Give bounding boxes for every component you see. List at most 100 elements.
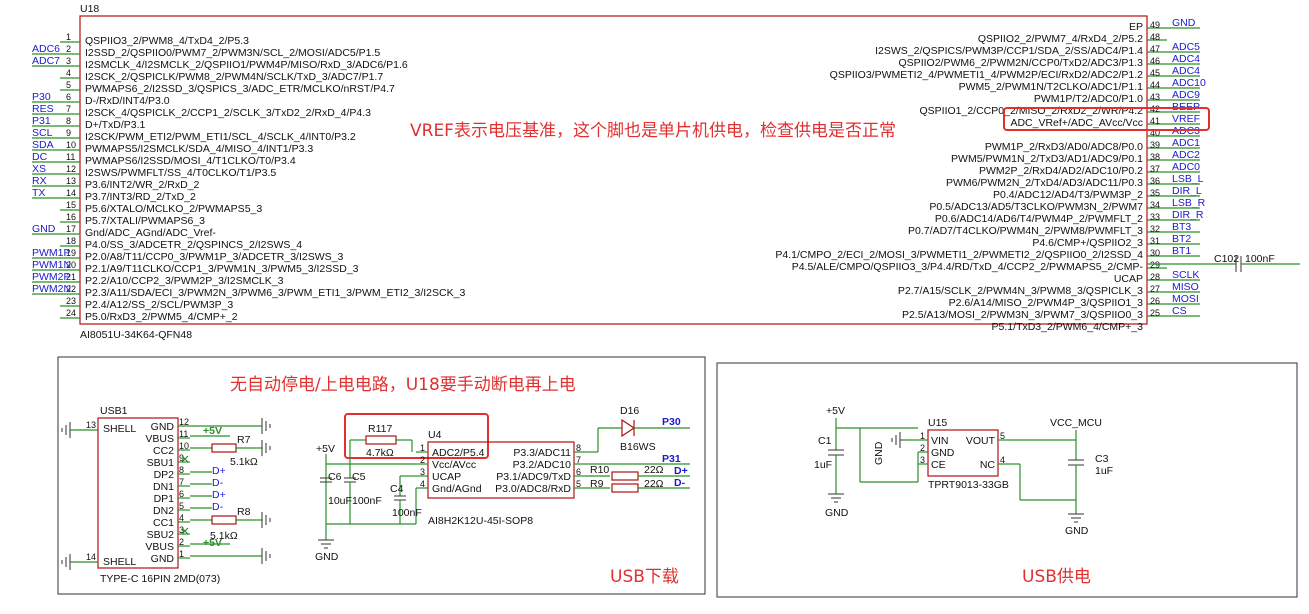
u18-pin-name: PWM5/PWM1N_2/TxD3/AD1/ADC9/P0.1 bbox=[951, 153, 1143, 165]
r10-ref: R10 bbox=[590, 464, 609, 476]
u18-pin-number: 31 bbox=[1150, 236, 1160, 246]
u15-part: TPRT9013-33GB bbox=[928, 479, 1009, 491]
u18-pin-name: I2SCK_2/QSPICLK/PWM8_2/PWM4N/SCLK/TxD_3/… bbox=[85, 71, 383, 83]
usb1-pin-number: 5 bbox=[179, 501, 184, 511]
u18-pin-number: 21 bbox=[66, 272, 76, 282]
u18-pin-name: PWMAPS6_2/I2SSD_3/QSPICS_3/ADC_ETR/MCLKO… bbox=[85, 83, 395, 95]
u18-net-label: ADC2 bbox=[1172, 149, 1200, 161]
u18-pin-number: 47 bbox=[1150, 44, 1160, 54]
u18-pin-number: 24 bbox=[66, 308, 76, 318]
u18-pin-number: 49 bbox=[1150, 20, 1160, 30]
u18-net-label: ADC10 bbox=[1172, 77, 1206, 89]
usb1-pin-name: CC1 bbox=[153, 517, 174, 529]
u18-pin-number: 1 bbox=[66, 32, 71, 42]
u18-net-label: VREF bbox=[1172, 113, 1200, 125]
u18-pin-name: I2SCK_4/QSPICLK_2/CCP1_2/SCLK_3/TxD2_2/R… bbox=[85, 107, 371, 119]
c3-ref: C3 bbox=[1095, 453, 1109, 465]
u18-net-label: RX bbox=[32, 175, 47, 187]
u18-pin-name: EP bbox=[1129, 21, 1143, 33]
u15-pin-number: 5 bbox=[1000, 431, 1005, 441]
c5-ref: C5 bbox=[352, 471, 366, 483]
u18-ref: U18 bbox=[80, 3, 99, 15]
u4-pin-number: 7 bbox=[576, 455, 581, 465]
c4-value: 100nF bbox=[392, 507, 422, 519]
c102-ref: C102 bbox=[1214, 253, 1239, 265]
u15-body bbox=[927, 429, 999, 477]
u4-dm: D- bbox=[674, 477, 686, 489]
u18-pin-number: 7 bbox=[66, 104, 71, 114]
u18-pin-name: I2SMCLK_4/I2SMCLK_2/QSPIIO1/PWM4P/MISO/R… bbox=[85, 59, 408, 71]
u18-net-label: GND bbox=[1172, 17, 1196, 29]
usb1-pin-name: GND bbox=[151, 553, 175, 565]
u18-pin-name: PWM1P_2/RxD3/AD0/ADC8/P0.0 bbox=[985, 141, 1143, 153]
u18-pin-number: 27 bbox=[1150, 284, 1160, 294]
u18-pin-name: P3.7/INT3/RD_2/TxD_2 bbox=[85, 191, 196, 203]
u18-net-label: SCLK bbox=[1172, 269, 1199, 281]
u18-pin-number: 11 bbox=[66, 152, 75, 162]
u18-pin-number: 12 bbox=[66, 164, 76, 174]
r117-highlight bbox=[344, 413, 489, 459]
u18-pin-name: P0.4/ADC12/AD4/T3/PWM3P_2 bbox=[993, 189, 1143, 201]
usb1-right-wiring bbox=[181, 418, 271, 564]
u18-pin-number: 3 bbox=[66, 56, 71, 66]
u4-pin-name: P3.2/ADC10 bbox=[513, 459, 572, 471]
u18-net-label: DC bbox=[32, 151, 48, 163]
usb1-dm-2: D- bbox=[212, 501, 224, 513]
usb1-pin-number: 7 bbox=[179, 477, 184, 487]
u18-net-label: P30 bbox=[32, 91, 51, 103]
usb1-shell-num-bot: 14 bbox=[86, 552, 96, 562]
usb1-pin-number: 2 bbox=[179, 537, 184, 547]
u18-net-label: ADC6 bbox=[32, 43, 60, 55]
u18-pin-number: 19 bbox=[66, 248, 76, 258]
u18-pin-name: P0.6/ADC14/AD6/T4/PWM4P_2/PWMFLT_2 bbox=[935, 213, 1143, 225]
usb1-dm-1: D- bbox=[212, 477, 224, 489]
u18-net-label: SDA bbox=[32, 139, 54, 151]
u18-pin-number: 36 bbox=[1150, 176, 1160, 186]
u18-pin-number: 9 bbox=[66, 128, 71, 138]
u18-net-label: MOSI bbox=[1172, 293, 1199, 305]
usb1-shell-top: SHELL bbox=[103, 423, 136, 435]
usb1-pin-number: 12 bbox=[179, 417, 189, 427]
u4-pin-number: 4 bbox=[420, 479, 425, 489]
u4-right-wiring bbox=[586, 418, 690, 493]
u18-pin-name: P2.5/A13/MOSI_2/PWM3N_3/PWM7_3/QSPIIO0_3 bbox=[902, 309, 1143, 321]
u4-pin-number: 6 bbox=[576, 467, 581, 477]
u18-pin-name: Gnd/ADC_AGnd/ADC_Vref- bbox=[85, 227, 216, 239]
u18-pin-number: 46 bbox=[1150, 56, 1160, 66]
u18-pin-name: PWMAPS6/I2SSD/MOSI_4/T1CLKO/T0/P3.4 bbox=[85, 155, 296, 167]
usb1-shell-num-top: 13 bbox=[86, 420, 96, 430]
usb1-5v-bot: +5V bbox=[203, 537, 222, 549]
u18-pin-name: PWM5_2/PWM1N/T2CLKO/ADC1/P1.1 bbox=[959, 81, 1144, 93]
u18-pin-number: 37 bbox=[1150, 164, 1160, 174]
c5-value: 100nF bbox=[352, 495, 382, 507]
u18-pin-name: QSPIIO3_2/PWM8_4/TxD4_2/P5.3 bbox=[85, 35, 249, 47]
u18-net-label: MISO bbox=[1172, 281, 1199, 293]
u18-net-label: TX bbox=[32, 187, 45, 199]
u18-pin-name: D+/TxD/P3.1 bbox=[85, 119, 146, 131]
d16-value: B16WS bbox=[620, 441, 656, 453]
u15-pin-name: VIN bbox=[931, 435, 949, 447]
usb1-5v-top: +5V bbox=[203, 425, 222, 437]
u18-pin-name: P2.3/A11/SDA/ECI_3/PWM2N_3/PWM6_3/PWM_ET… bbox=[85, 287, 465, 299]
u4-pin-number: 3 bbox=[420, 467, 425, 477]
u18-net-label: BT2 bbox=[1172, 233, 1191, 245]
usb1-shell-bot: SHELL bbox=[103, 556, 136, 568]
c6-value: 10uF bbox=[328, 495, 352, 507]
u18-net-label: PWM1N bbox=[32, 259, 71, 271]
u18-pin-name: P4.5/ALE/CMPO/QSPIIO3_3/P4.4/RD/TxD_4/CC… bbox=[792, 261, 1144, 273]
u18-pin-number: 30 bbox=[1150, 248, 1160, 258]
usb1-dp-1: D+ bbox=[212, 465, 226, 477]
u4-pin-name: Vcc/AVcc bbox=[432, 459, 476, 471]
u15-pin-name: NC bbox=[980, 459, 996, 471]
u18-net-label: ADC1 bbox=[1172, 137, 1200, 149]
u4-left-wiring bbox=[318, 454, 417, 549]
u15-pin-number: 2 bbox=[920, 443, 925, 453]
u18-pin-number: 6 bbox=[66, 92, 71, 102]
u15-gnd-mid: GND bbox=[873, 441, 885, 465]
usb1-pin-name: DP1 bbox=[154, 493, 175, 505]
u4-pin-number: 2 bbox=[420, 455, 425, 465]
u4-pin-number: 1 bbox=[420, 443, 425, 453]
u4-pin-number: 8 bbox=[576, 443, 581, 453]
